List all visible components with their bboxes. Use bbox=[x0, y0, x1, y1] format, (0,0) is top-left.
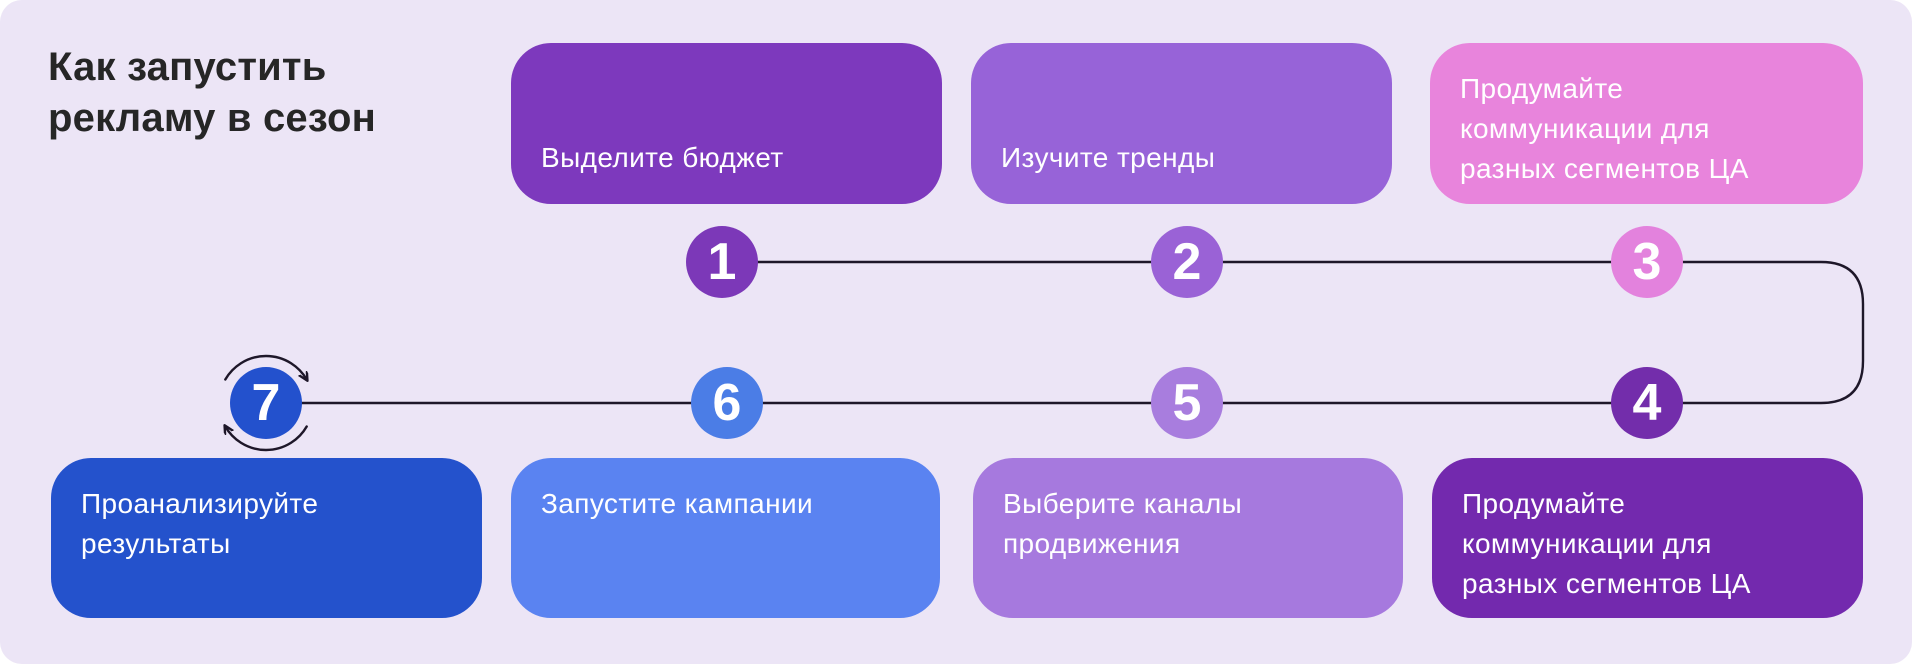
step-card-7-label: Проанализируйте результаты bbox=[81, 488, 319, 559]
step-card-2: Изучите тренды bbox=[971, 43, 1392, 204]
step-marker-3: 3 bbox=[1611, 226, 1683, 298]
step-card-4: Продумайте коммуникации для разных сегме… bbox=[1432, 458, 1863, 618]
step-card-1-label: Выделите бюджет bbox=[541, 142, 784, 174]
step-marker-5: 5 bbox=[1151, 367, 1223, 439]
step-card-7: Проанализируйте результаты bbox=[51, 458, 482, 618]
step-marker-6: 6 bbox=[691, 367, 763, 439]
step-card-3: Продумайте коммуникации для разных сегме… bbox=[1430, 43, 1863, 204]
step-marker-4: 4 bbox=[1611, 367, 1683, 439]
step-marker-1: 1 bbox=[686, 226, 758, 298]
step-card-5: Выберите каналы продвижения bbox=[973, 458, 1403, 618]
step-card-2-label: Изучите тренды bbox=[1001, 142, 1216, 174]
step-card-5-label: Выберите каналы продвижения bbox=[1003, 488, 1243, 559]
step-card-3-label: Продумайте коммуникации для разных сегме… bbox=[1460, 73, 1749, 184]
flow-path bbox=[266, 260, 1865, 405]
step-card-6-label: Запустите кампании bbox=[541, 488, 814, 519]
repeat-cycle-icon bbox=[225, 354, 306, 452]
page-title: Как запустить рекламу в сезон bbox=[48, 45, 376, 141]
step-marker-2: 2 bbox=[1151, 226, 1223, 298]
step-marker-7: 7 bbox=[230, 367, 302, 439]
step-card-1: Выделите бюджет bbox=[511, 43, 942, 204]
step-card-4-label: Продумайте коммуникации для разных сегме… bbox=[1462, 488, 1751, 599]
step-card-6: Запустите кампании bbox=[511, 458, 940, 618]
